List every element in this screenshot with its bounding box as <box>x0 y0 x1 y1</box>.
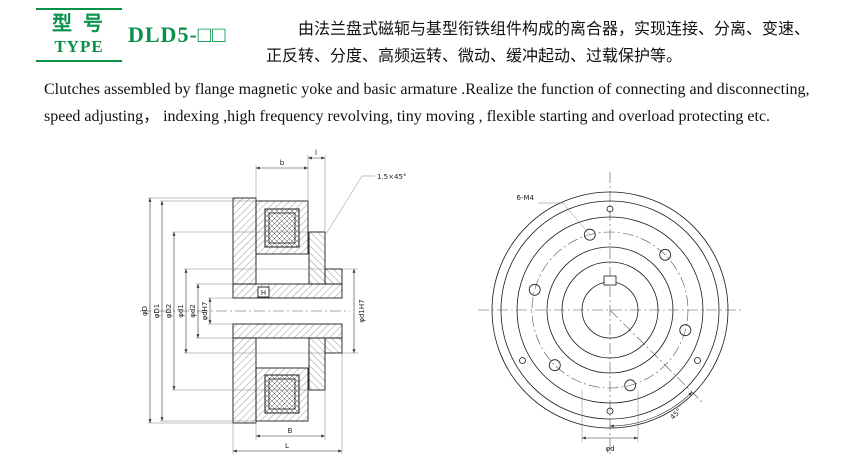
collar-upper <box>324 268 343 285</box>
bearing-mark: H <box>261 289 266 297</box>
hub-lower <box>232 323 343 339</box>
outer-ring <box>491 191 729 429</box>
screw-hole <box>606 205 614 213</box>
bore-label: φd <box>605 445 614 453</box>
yoke-flange-lower <box>232 337 257 424</box>
green-rule-bottom <box>36 60 122 62</box>
description-chinese: 由法兰盘式磁轭与基型衔铁组件构成的离合器，实现连接、分离、变速、 正反转、分度、… <box>266 16 838 70</box>
dim-label-d2: φd2 <box>189 304 197 318</box>
bearing-box <box>257 286 270 298</box>
dim-label-l: l <box>315 149 317 157</box>
bolt-holes <box>519 205 701 415</box>
front-view-dimensions: 6-M4 45° φd <box>517 194 693 453</box>
bolt-hole <box>659 248 672 261</box>
description-cn-line1: 由法兰盘式磁轭与基型衔铁组件构成的离合器，实现连接、分离、变速、 <box>298 21 811 38</box>
clutch-parts: H <box>232 197 343 424</box>
dim-label-D: φD <box>141 306 149 316</box>
bolt-hole <box>528 283 541 296</box>
hub-upper <box>232 283 343 299</box>
centerlines <box>478 172 742 456</box>
screw-hole <box>519 357 526 364</box>
dim-label-D1: φD1 <box>153 304 161 318</box>
yoke-flange-upper <box>232 197 257 285</box>
front-view-drawing: 6-M4 45° φd <box>478 172 742 456</box>
section-view-drawing: H φD φD1 φD2 φd1 φd2 <box>140 149 406 454</box>
model-number: DLD5-□□ <box>128 22 227 47</box>
armature-lower <box>308 337 326 391</box>
type-label-cn: 型 号 <box>52 13 106 35</box>
bolt-circle <box>531 231 689 389</box>
bolt-hole <box>583 228 596 241</box>
description-en-line2: speed adjusting， indexing ,high frequenc… <box>44 108 771 125</box>
ring-5 <box>561 261 659 359</box>
type-heading: 型 号 TYPE <box>36 8 122 62</box>
coil-upper <box>264 208 300 248</box>
dim-label-B: B <box>288 427 293 435</box>
ring-4 <box>546 246 674 374</box>
dim-label-d1: φd1 <box>177 304 185 318</box>
type-label-en: TYPE <box>54 37 104 56</box>
keyway <box>603 275 617 286</box>
bolt-hole <box>624 379 637 392</box>
description-english: Clutches assembled by flange magnetic yo… <box>44 76 840 130</box>
description-en-line1: Clutches assembled by flange magnetic yo… <box>44 81 810 98</box>
collar-lower <box>324 337 343 354</box>
description-cn-line2: 正反转、分度、高频运转、微动、缓冲起动、过载保护等。 <box>266 48 683 65</box>
holes-note: 6-M4 <box>517 194 535 202</box>
dimension-lines: φD φD1 φD2 φd1 φd2 φdH7 <box>141 149 406 454</box>
dim-label-bore: φdH7 <box>201 302 209 321</box>
screw-hole <box>694 357 701 364</box>
dim-label-d1H7: φd1H7 <box>358 299 366 322</box>
green-rule-top <box>36 8 122 10</box>
angle-label: 45° <box>669 407 683 421</box>
coil-lower-inner <box>268 378 296 410</box>
dim-label-b: b <box>280 159 285 167</box>
bolt-hole <box>548 359 561 372</box>
dim-label-D2: φD2 <box>165 304 173 318</box>
dim-label-L: L <box>285 442 289 450</box>
armature-upper <box>308 231 326 285</box>
chamfer-note: 1.5×45° <box>377 173 406 181</box>
bolt-hole <box>679 324 692 337</box>
coil-upper-inner <box>268 212 296 244</box>
coil-lower <box>264 374 300 414</box>
